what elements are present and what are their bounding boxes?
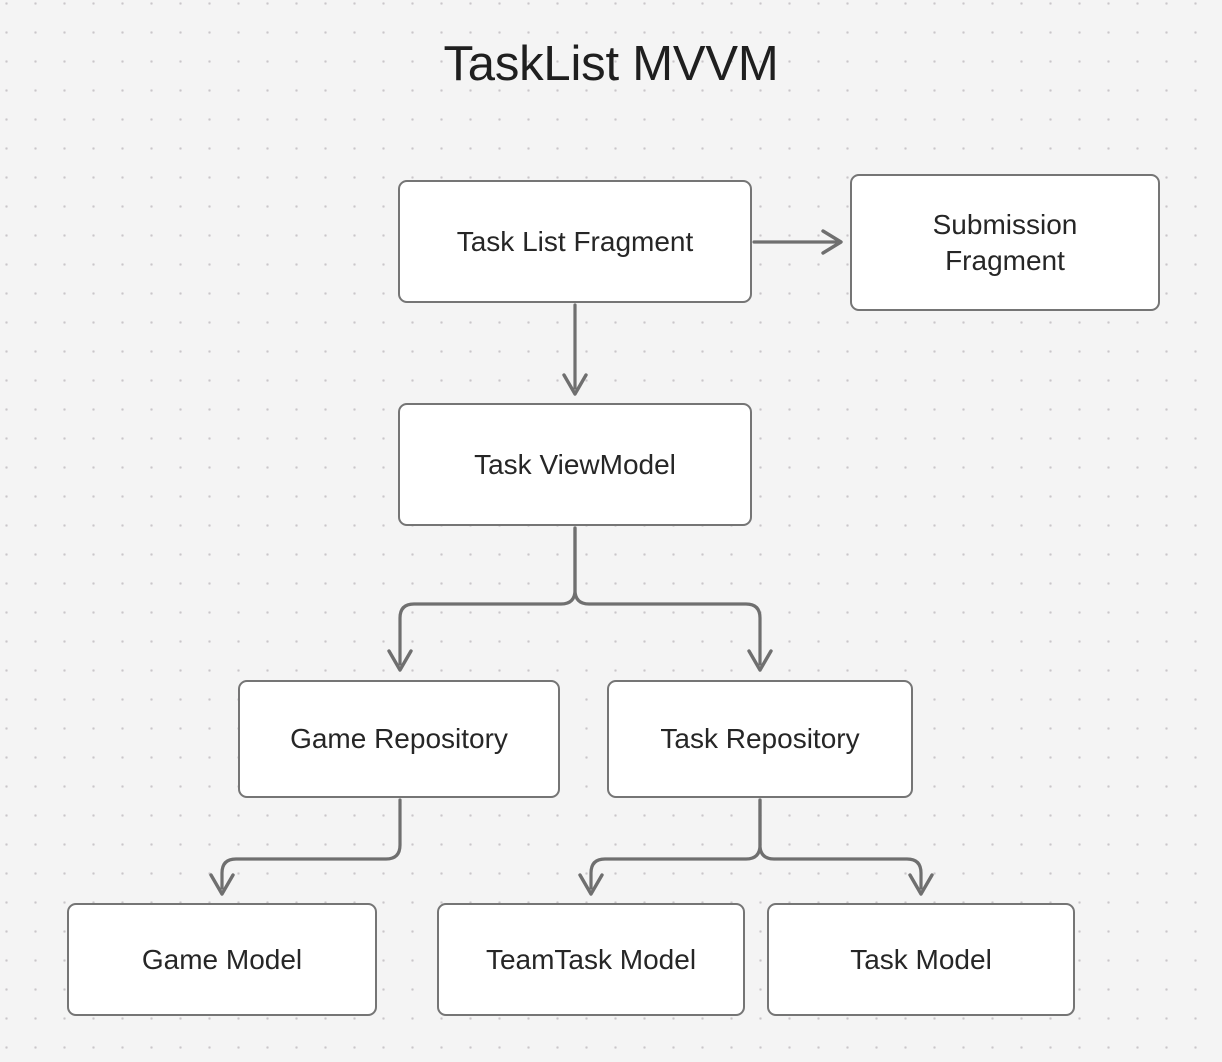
edge-game-repo-to-game-model (209, 798, 402, 896)
edge-viewmodel-to-game-repo (387, 526, 577, 672)
node-submission-fragment[interactable]: Submission Fragment (850, 174, 1160, 311)
node-game-repository[interactable]: Game Repository (238, 680, 560, 798)
node-task-model[interactable]: Task Model (767, 903, 1075, 1016)
node-task-viewmodel[interactable]: Task ViewModel (398, 403, 752, 526)
edge-fragment-to-viewmodel (562, 303, 588, 396)
edge-task-repo-to-task-model (758, 798, 934, 896)
edge-task-repo-to-teamtask (578, 798, 762, 896)
node-game-model[interactable]: Game Model (67, 903, 377, 1016)
node-task-list-fragment[interactable]: Task List Fragment (398, 180, 752, 303)
node-task-repository[interactable]: Task Repository (607, 680, 913, 798)
edge-viewmodel-to-task-repo (573, 526, 773, 672)
node-teamtask-model[interactable]: TeamTask Model (437, 903, 745, 1016)
diagram-title: TaskList MVVM (443, 37, 779, 91)
edge-fragment-to-submission (752, 229, 843, 255)
